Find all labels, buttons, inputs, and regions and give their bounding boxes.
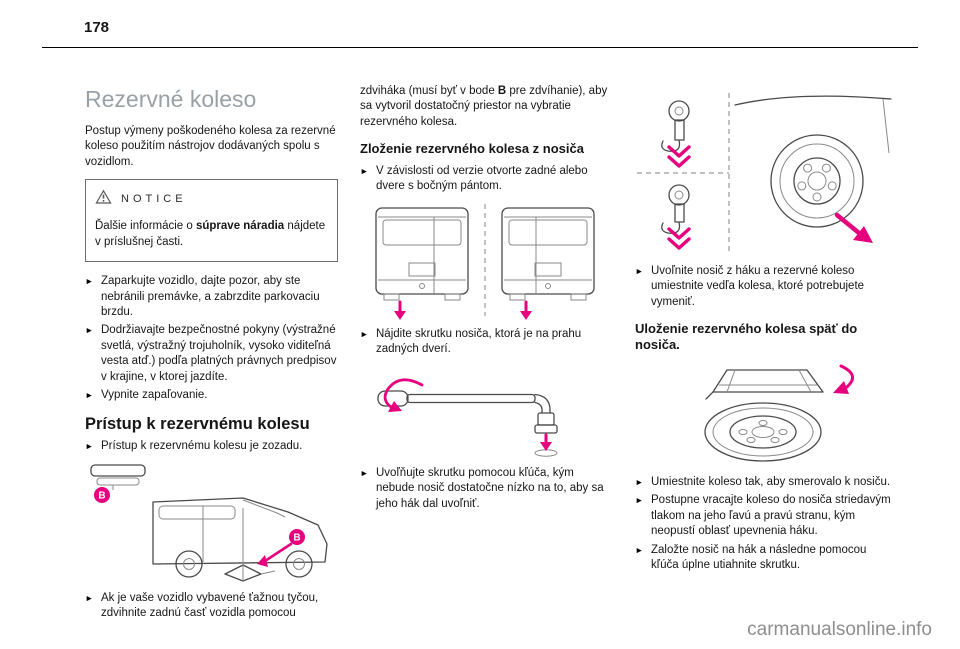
page-title: Rezervné koleso	[85, 86, 257, 112]
point-b-ref: B	[497, 85, 507, 97]
down-chevrons-icon	[667, 145, 691, 168]
list-item: ► Uvoľňujte skrutku pomocou kľúča, kým n…	[360, 466, 613, 512]
notice-box: NOTICE Ďalšie informácie o súprave nárad…	[85, 179, 338, 263]
rotate-arrow-icon	[383, 378, 424, 412]
bullet-marker: ►	[85, 390, 94, 401]
rear-view-left	[375, 207, 469, 320]
warning-triangle-icon	[95, 189, 112, 210]
list-item: ► Nájdite skrutku nosiča, ktorá je na pr…	[360, 327, 613, 358]
continuation-paragraph: zdviháka (musí byť v bode B pre zdvíhani…	[360, 84, 613, 130]
bullet-text: Ak je vaše vozidlo vybavené ťažnou tyčou…	[101, 591, 319, 620]
hook-release-illustration	[637, 93, 892, 253]
rear-doors-illustration	[375, 203, 595, 320]
bullet-text: Prístup k rezervnému kolesu je zozadu.	[101, 440, 303, 453]
text-part: pre zdvíhanie), aby sa vytvoril dostatoč…	[360, 85, 608, 128]
notice-header: NOTICE	[95, 189, 328, 210]
bullet-text: Uvoľnite nosič z háku a rezervné koleso …	[651, 265, 865, 308]
column-1: Rezervné koleso Postup výmeny poškodenéh…	[85, 84, 338, 625]
bullet-marker: ►	[85, 276, 94, 287]
towbar-inset: B	[90, 464, 146, 503]
bullet-marker: ►	[635, 495, 644, 506]
list-item: ► Uvoľnite nosič z háku a rezervné koles…	[635, 264, 893, 310]
down-chevrons-icon	[667, 227, 691, 250]
wheel-wrench	[377, 390, 558, 457]
figure-wheel-carrier	[635, 360, 893, 468]
wrench-illustration	[377, 378, 558, 457]
list-item: ► Prístup k rezervnému kolesu je zozadu.	[85, 439, 338, 454]
page-content: Rezervné koleso Postup výmeny poškodenéh…	[85, 84, 893, 625]
figure-hook-release	[635, 89, 893, 257]
spare-wheel-under-body	[734, 95, 892, 228]
bullet-marker: ►	[635, 266, 644, 276]
bullet-marker: ►	[635, 544, 644, 555]
bullet-marker: ►	[635, 476, 644, 487]
bullet-marker: ►	[360, 328, 369, 339]
bullet-text: V závislosti od verzie otvorte zadné ale…	[376, 165, 588, 193]
down-arrow-icon	[520, 300, 532, 320]
bullet-text: Umiestnite koleso tak, aby smerovalo k n…	[651, 475, 891, 488]
list-item: ► Postupne vracajte koleso do nosiča str…	[635, 493, 893, 539]
figure-rear-doors	[360, 200, 613, 320]
van-body	[152, 497, 328, 578]
rear-view-right	[501, 207, 595, 320]
notice-text: Ďalšie informácie o súprave náradia nájd…	[95, 219, 328, 250]
bullet-text: Uvoľňujte skrutku pomocou kľúča, kým neb…	[376, 466, 604, 510]
section-heading-access: Prístup k rezervnému kolesu	[85, 414, 310, 433]
watermark: carmanualsonline.info	[747, 619, 932, 640]
spare-wheel	[704, 402, 822, 462]
bullet-text: Nájdite skrutku nosiča, ktorá je na prah…	[376, 327, 582, 356]
down-arrow-icon	[394, 300, 406, 320]
notice-text-part: Ďalšie informácie o	[95, 220, 196, 233]
list-item: ► Zaparkujte vozidlo, dajte pozor, aby s…	[85, 274, 338, 320]
bullet-marker: ►	[85, 325, 94, 336]
notice-text-bold: súprave náradia	[195, 220, 285, 233]
section-heading-remove: Zloženie rezervného kolesa z nosiča	[360, 141, 584, 157]
text-part: zdviháka (musí byť v bode	[360, 85, 498, 97]
hook-view-top	[661, 100, 691, 168]
column-3: ► Uvoľnite nosič z háku a rezervné koles…	[635, 84, 893, 625]
intro-paragraph: Postup výmeny poškodeného kolesa za reze…	[85, 124, 336, 168]
figure-van-side-jack: B	[85, 460, 338, 584]
down-arrow-icon	[540, 433, 552, 451]
point-b-label: B	[98, 490, 105, 501]
point-b-label: B	[293, 532, 300, 543]
column-2: zdviháka (musí byť v bode B pre zdvíhani…	[360, 84, 613, 625]
hook-view-bottom	[661, 184, 691, 250]
lift-point-marker: B	[257, 528, 305, 567]
page-number: 178	[84, 19, 110, 36]
header-rule	[42, 47, 918, 48]
figure-wrench	[360, 363, 613, 459]
list-item: ► Dodržiavajte bezpečnostné pokyny (výst…	[85, 323, 338, 385]
list-item: ► Vypnite zapaľovanie.	[85, 388, 338, 403]
bullet-text: Dodržiavajte bezpečnostné pokyny (výstra…	[101, 324, 337, 383]
notice-title: NOTICE	[121, 193, 187, 206]
bullet-marker: ►	[360, 467, 369, 478]
bullet-marker: ►	[85, 592, 94, 603]
list-item: ► V závislosti od verzie otvorte zadné a…	[360, 164, 613, 195]
bullet-marker: ►	[360, 166, 369, 177]
section-heading-store: Uloženie rezervného kolesa späť do nosič…	[635, 321, 858, 353]
rotate-arrow-icon	[833, 364, 854, 394]
wheel-carrier-illustration	[704, 364, 854, 462]
list-item: ► Umiestnite koleso tak, aby smerovalo k…	[635, 475, 893, 490]
carrier-frame	[705, 369, 824, 400]
bullet-text: Vypnite zapaľovanie.	[101, 389, 208, 402]
van-side-illustration: B	[90, 464, 328, 582]
notice-text-part: nájdete v príslušnej časti.	[95, 220, 326, 248]
bullet-marker: ►	[85, 441, 94, 452]
list-item: ► Ak je vaše vozidlo vybavené ťažnou tyč…	[85, 591, 338, 622]
bullet-text: Založte nosič na hák a následne pomocou …	[651, 543, 867, 571]
bullet-text: Zaparkujte vozidlo, dajte pozor, aby ste…	[101, 275, 320, 319]
pull-arrow-icon	[834, 212, 873, 243]
jack-tool	[224, 564, 276, 582]
list-item: ► Založte nosič na hák a následne pomoco…	[635, 543, 893, 574]
bullet-text: Postupne vracajte koleso do nosiča strie…	[651, 494, 891, 538]
